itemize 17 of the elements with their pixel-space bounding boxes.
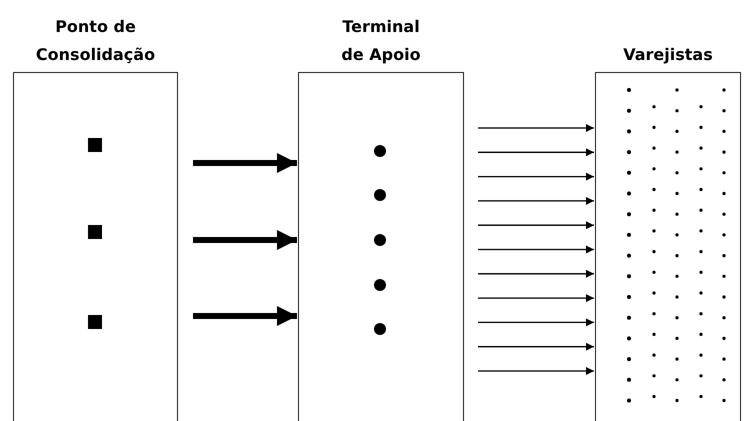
arrow [478, 196, 594, 205]
arrow [478, 148, 594, 156]
arrow [193, 306, 297, 326]
stage-heading: Terminal de Apoio [340, 16, 422, 66]
arrow [478, 342, 594, 351]
arrow [478, 294, 594, 302]
arrow [478, 270, 594, 278]
stage-heading: Varejistas [622, 44, 714, 66]
arrow [478, 124, 594, 132]
arrow [478, 367, 594, 375]
arrow [478, 221, 594, 230]
arrow [478, 172, 594, 181]
arrow [478, 318, 594, 326]
stage-heading: Ponto de Consolidação [34, 16, 156, 66]
arrow [478, 246, 594, 254]
arrow [193, 153, 297, 173]
arrow [193, 230, 297, 250]
